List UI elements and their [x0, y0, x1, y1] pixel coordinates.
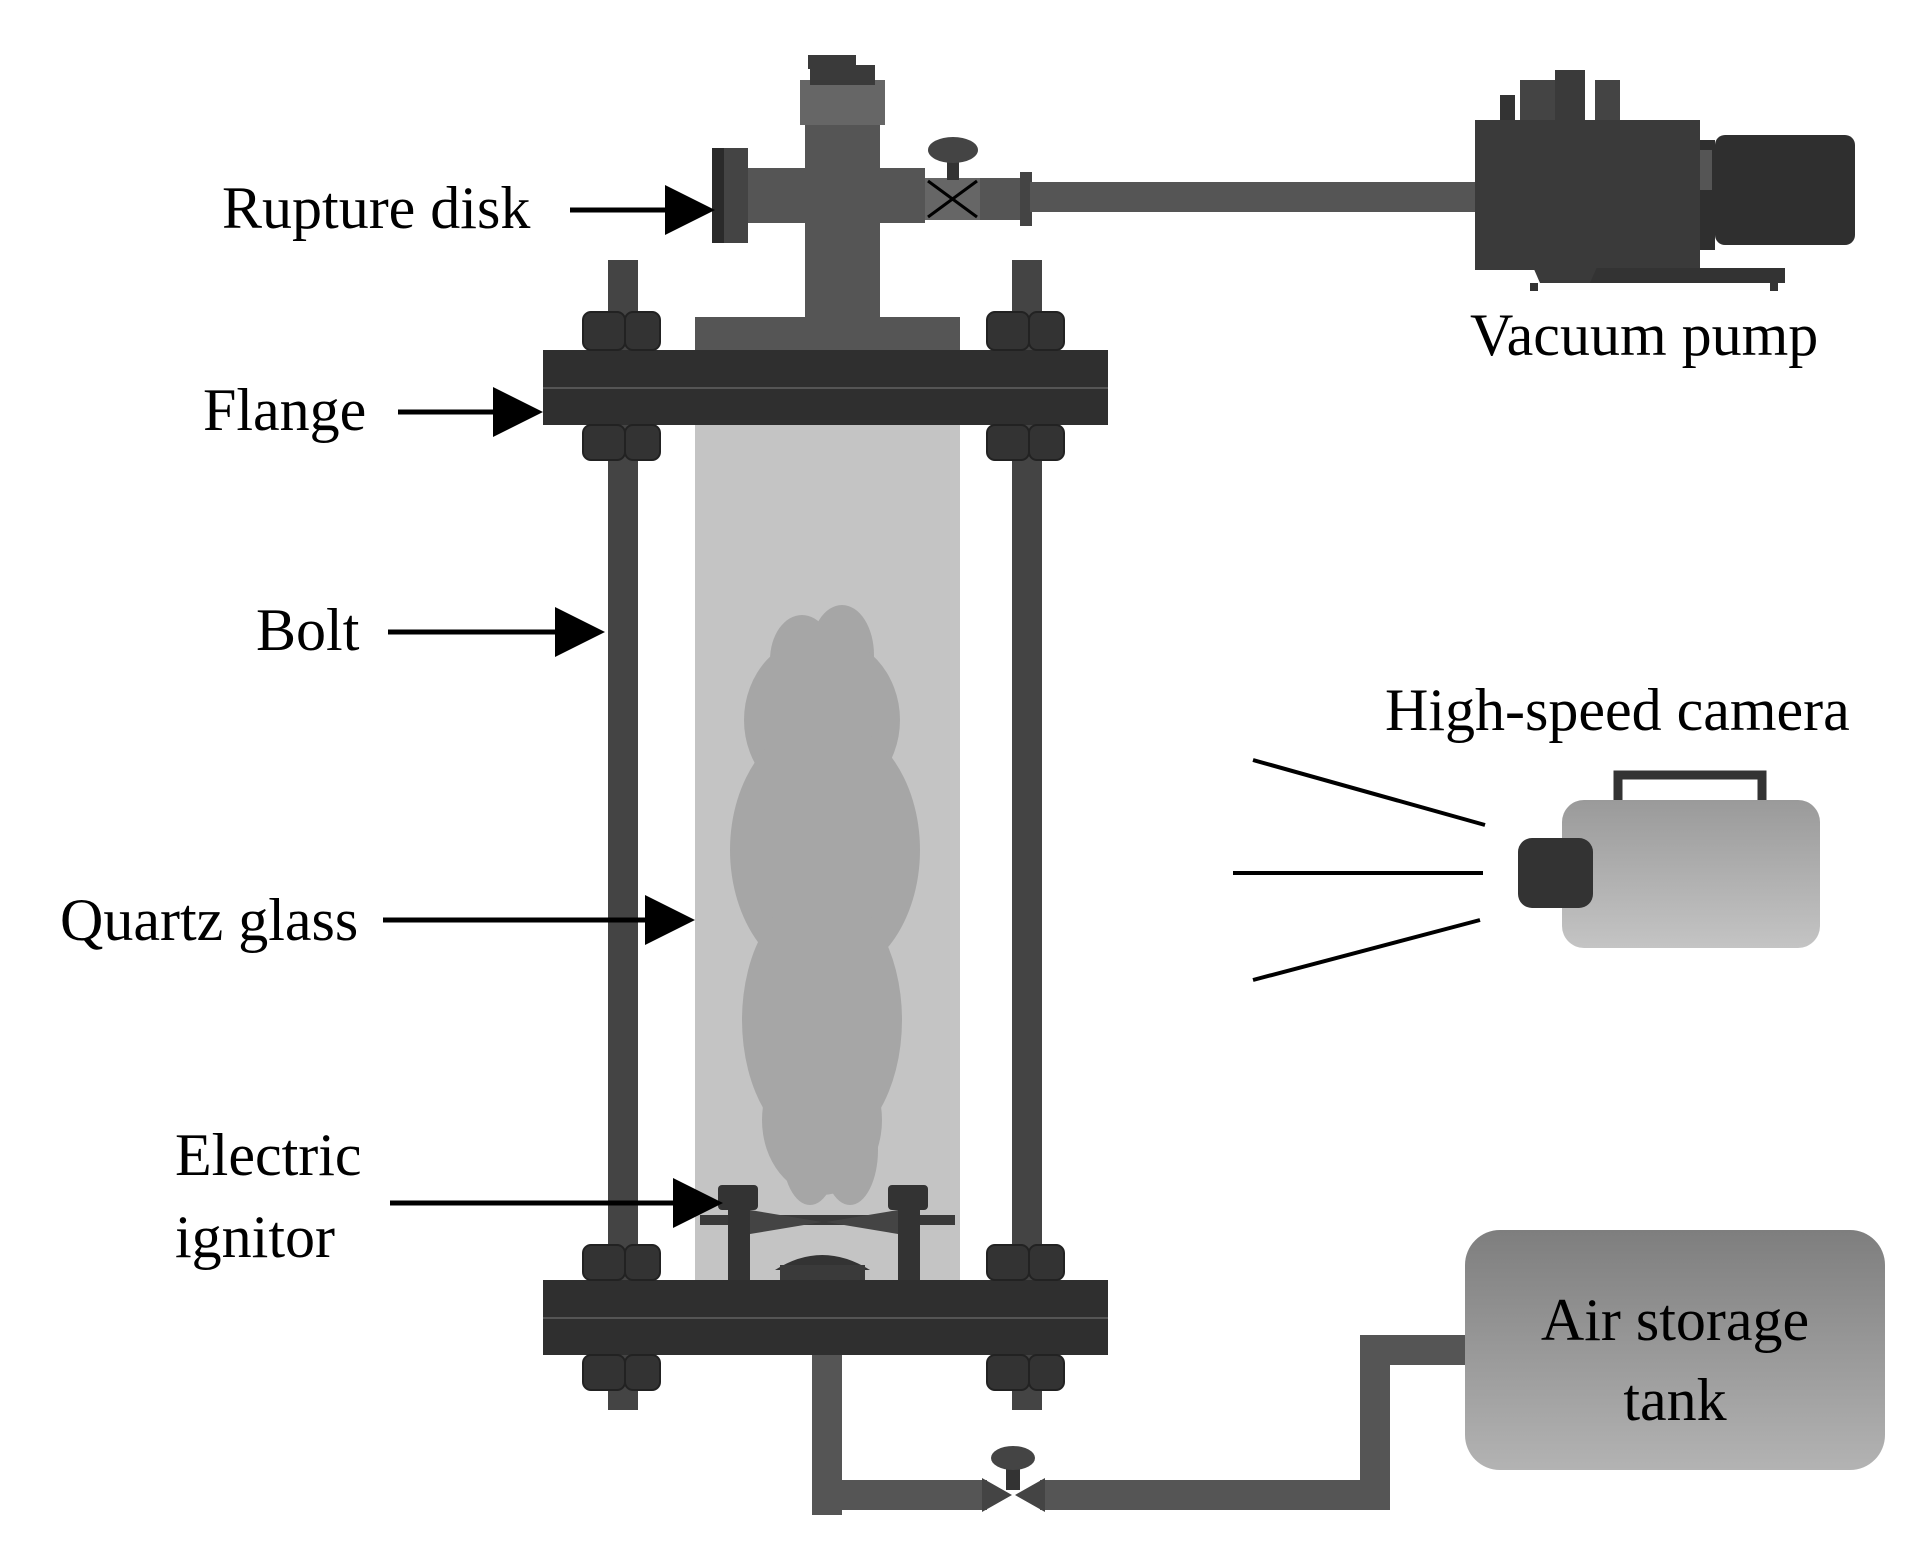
top-flange — [543, 350, 1108, 425]
nuts — [582, 311, 1065, 1391]
top-inner-plate — [695, 317, 960, 352]
leader-arrows — [383, 185, 723, 1228]
label-air-storage-tank-line2: tank — [1623, 1367, 1727, 1433]
electric-ignitor — [700, 1185, 955, 1280]
label-high-speed-camera: High-speed camera — [1385, 677, 1850, 743]
top-valve — [925, 137, 1032, 226]
label-flange: Flange — [203, 377, 367, 443]
vacuum-line-pipe — [1030, 182, 1480, 212]
vacuum-pump — [1475, 70, 1855, 291]
flame-region — [730, 605, 920, 1205]
label-quartz-glass: Quartz glass — [60, 887, 359, 953]
label-bolt: Bolt — [256, 597, 360, 663]
label-electric-ignitor-line2: ignitor — [175, 1204, 335, 1270]
air-storage-tank — [1465, 1230, 1885, 1470]
label-rupture-disk: Rupture disk — [222, 175, 531, 241]
label-electric-ignitor-line1: Electric — [175, 1122, 362, 1188]
rupture-disk-assembly — [712, 148, 925, 243]
bottom-flange — [543, 1280, 1108, 1355]
high-speed-camera — [1233, 758, 1820, 982]
bottom-valve — [982, 1446, 1045, 1512]
label-vacuum-pump: Vacuum pump — [1470, 302, 1819, 368]
label-air-storage-tank-line1: Air storage — [1540, 1287, 1810, 1353]
label-air-storage-tank: Air storage tank — [1465, 1290, 1885, 1430]
air-supply-pipe — [812, 1335, 1470, 1515]
label-electric-ignitor: Electric ignitor — [175, 1125, 362, 1267]
